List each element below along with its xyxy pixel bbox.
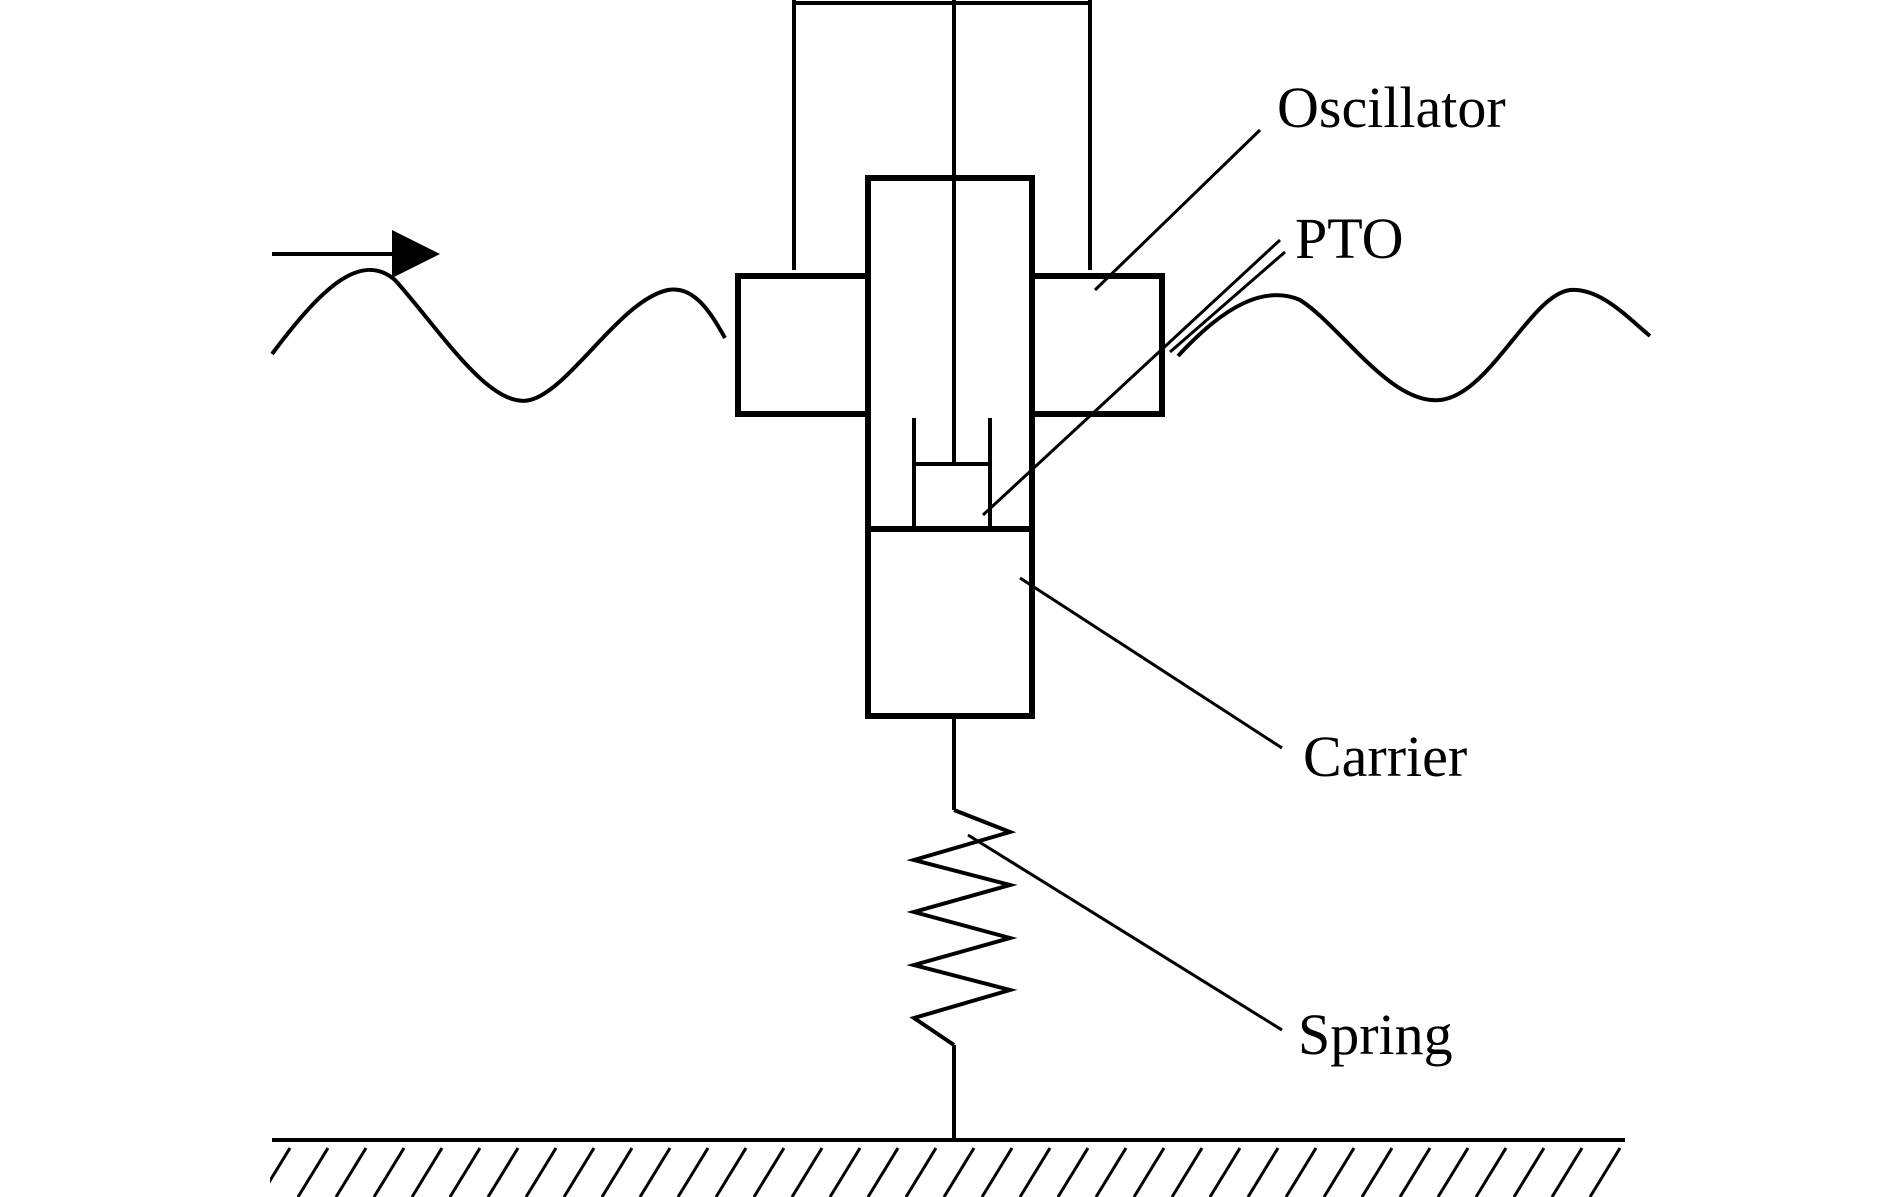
ground-hatch-mark <box>1284 1147 1318 1197</box>
ground-hatch-mark <box>790 1147 824 1197</box>
ground-hatch-mark <box>600 1147 634 1197</box>
ground-hatch-mark <box>372 1147 406 1197</box>
ground-hatch-mark <box>1588 1147 1622 1197</box>
spring-label: Spring <box>1298 1002 1453 1067</box>
oscillator-frame <box>792 0 1092 270</box>
ground-hatch-mark <box>638 1147 672 1197</box>
carrier-body <box>865 175 1035 719</box>
ground-hatch-mark <box>1398 1147 1432 1197</box>
ground-hatch-mark <box>1018 1147 1052 1197</box>
ground-hatch-mark <box>524 1147 558 1197</box>
ground-hatch-mark <box>1208 1147 1242 1197</box>
oscillator-right-block <box>1029 273 1165 417</box>
ground-hatch-mark <box>448 1147 482 1197</box>
ground-hatch-mark <box>1360 1147 1394 1197</box>
ground-hatch-mark <box>1436 1147 1470 1197</box>
ground-hatch-mark <box>1056 1147 1090 1197</box>
ground-hatch-mark <box>752 1147 786 1197</box>
ground-hatch-mark <box>714 1147 748 1197</box>
carrier-leader-line <box>1019 576 1283 750</box>
spring-leader-line <box>967 833 1283 1032</box>
ground-hatch-mark <box>410 1147 444 1197</box>
ground-hatch-mark <box>334 1147 368 1197</box>
spring <box>906 716 1018 1140</box>
ground-hatch-mark <box>1550 1147 1584 1197</box>
ground-hatch-mark <box>980 1147 1014 1197</box>
ground-hatch-mark <box>942 1147 976 1197</box>
ground-hatch-mark <box>1322 1147 1356 1197</box>
ground-hatch-mark <box>562 1147 596 1197</box>
oscillator-label: Oscillator <box>1277 75 1506 140</box>
ground-hatch-mark <box>828 1147 862 1197</box>
wave-direction-arrow <box>272 230 440 278</box>
ground-hatch-mark <box>296 1147 330 1197</box>
ground-hatch-mark <box>1512 1147 1546 1197</box>
pto-label: PTO <box>1295 206 1404 271</box>
ground-hatch-mark <box>1132 1147 1166 1197</box>
oscillator-leader-line <box>1093 128 1262 292</box>
ground-hatch-mark <box>1170 1147 1204 1197</box>
ground-hatch-mark <box>676 1147 710 1197</box>
ground-hatch-mark <box>904 1147 938 1197</box>
ground-hatch-mark <box>866 1147 900 1197</box>
wave-left <box>270 267 727 403</box>
carrier-label: Carrier <box>1303 724 1467 789</box>
wave-right <box>1176 287 1652 403</box>
ground-hatch-mark <box>1094 1147 1128 1197</box>
seabed-ground <box>270 1138 1625 1197</box>
pto-leader-line <box>981 238 1286 517</box>
ground-hatch-mark <box>1246 1147 1280 1197</box>
ground-hatch-mark <box>270 1147 292 1184</box>
ground-hatch-mark <box>1474 1147 1508 1197</box>
oscillator-left-block <box>735 273 871 417</box>
ground-hatch-mark <box>486 1147 520 1197</box>
